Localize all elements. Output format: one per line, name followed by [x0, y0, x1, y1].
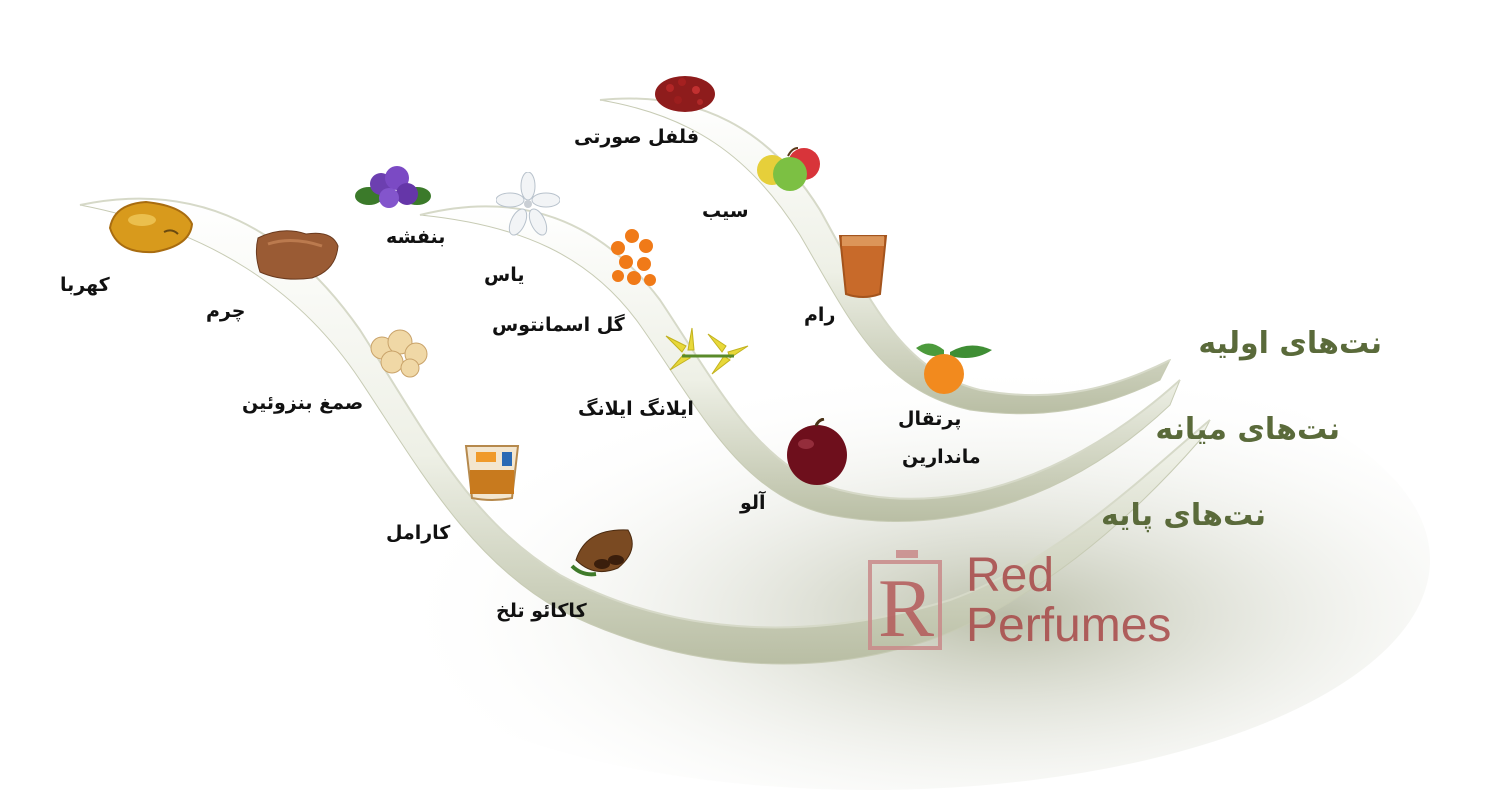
- top-notes-label: نت‌های اولیه: [1198, 326, 1382, 361]
- jasmine-icon: [496, 172, 560, 236]
- leather-icon: [255, 230, 339, 280]
- cacao-icon: [570, 529, 633, 577]
- plum-icon: [787, 418, 847, 485]
- note-label-rum: رام: [804, 304, 836, 326]
- note-label-violet: بنفشه: [386, 226, 446, 248]
- orange-icon: [916, 343, 992, 394]
- base-notes-label: نت‌های پایه: [1100, 498, 1266, 533]
- red-perfumes-logo: R Red Perfumes: [866, 548, 1226, 652]
- logo-monogram-icon: R: [868, 550, 942, 652]
- note-label-leather: چرم: [206, 300, 246, 322]
- pink-pepper-icon: [655, 76, 715, 112]
- logo-text-red: Red: [966, 549, 1055, 602]
- apple-icon: [757, 147, 820, 191]
- note-label-pink-pepper: فلفل صورتی: [574, 126, 700, 148]
- note-label-caramel: کارامل: [386, 522, 451, 544]
- note-label-osmanthus: گل اسمانتوس: [492, 314, 625, 336]
- note-label-amber: کهربا: [60, 274, 110, 296]
- note-label-apple: سیب: [702, 200, 749, 222]
- logo-text-perfumes: Perfumes: [966, 599, 1172, 652]
- note-label-cacao: کاکائو تلخ: [496, 600, 587, 622]
- amber-icon: [108, 200, 194, 254]
- caramel-cup-icon: [464, 445, 520, 501]
- rum-glass-icon: [838, 235, 888, 298]
- note-label-mandarin-line1: پرتقال: [898, 408, 962, 430]
- note-label-benzoin: صمغ بنزوئین: [242, 392, 364, 414]
- ylang-ylang-icon: [665, 327, 749, 375]
- logo-monogram: R: [878, 562, 934, 652]
- note-label-ylang-ylang: ایلانگ ایلانگ: [578, 398, 694, 420]
- note-label-plum: آلو: [740, 492, 766, 514]
- benzoin-icon: [370, 329, 428, 378]
- note-label-jasmine: یاس: [484, 264, 525, 286]
- violet-icon: [355, 166, 431, 208]
- osmanthus-icon: [611, 229, 656, 286]
- middle-notes-label: نت‌های میانه: [1155, 412, 1340, 447]
- note-label-mandarin-line2: ماندارین: [902, 446, 981, 468]
